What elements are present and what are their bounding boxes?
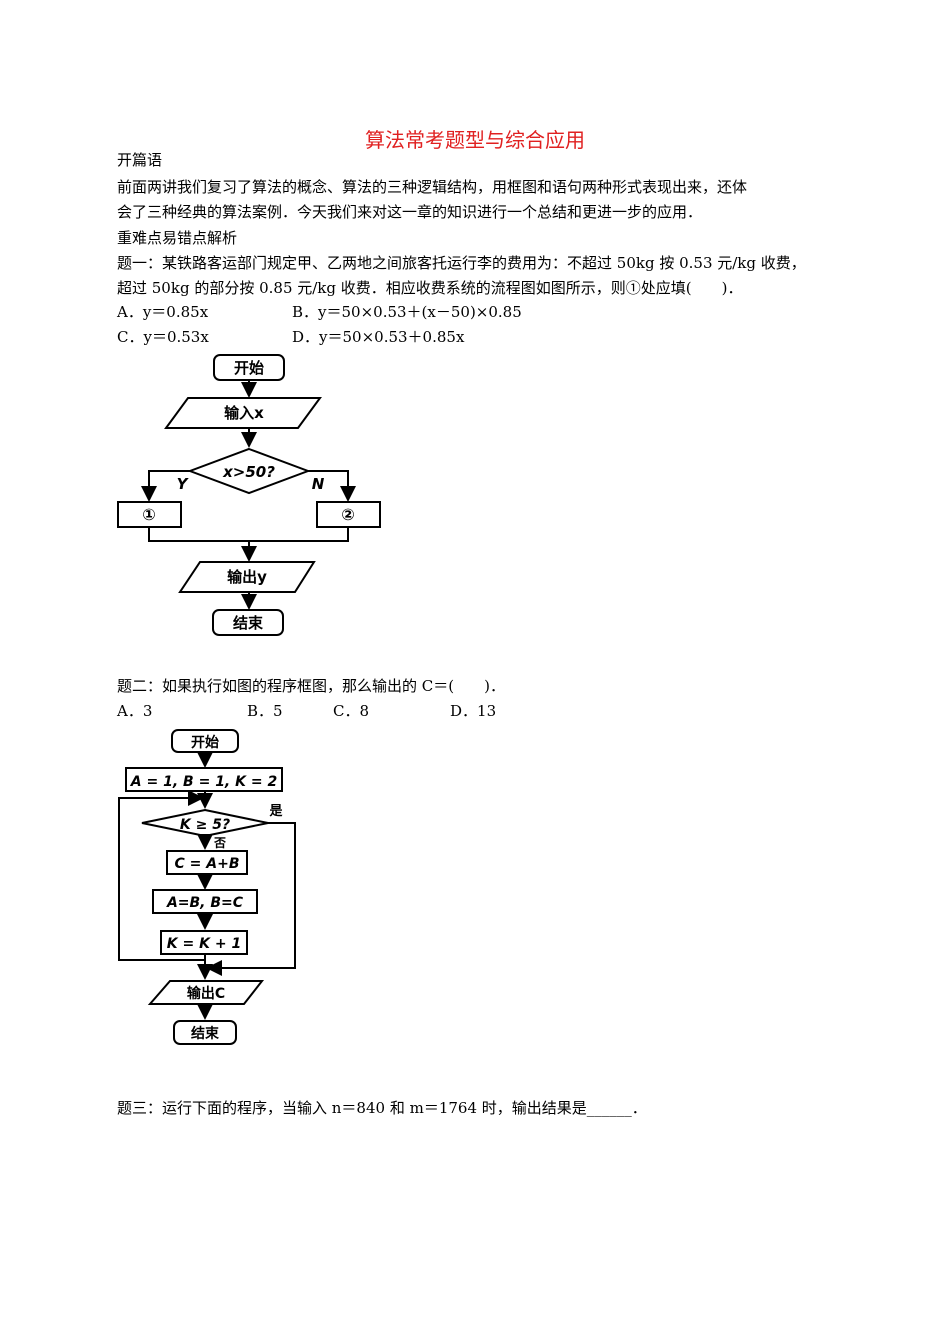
question-1-option-d: D．y＝50×0.53＋0.85x: [292, 328, 465, 346]
flow1-output-parallelogram: [178, 561, 316, 593]
question-2-option-b: B．5: [247, 702, 283, 720]
flow2-yes-label: 是: [268, 804, 283, 819]
flow2-end-terminal: [173, 1020, 237, 1045]
flow1-output-label: 输出y: [227, 568, 267, 586]
section-heading: 重难点易错点解析: [117, 229, 238, 247]
question-1-option-b: B．y＝50×0.53＋(x－50)×0.85: [292, 303, 522, 321]
flow2-step-1-label: C = A+B: [175, 856, 240, 872]
question-1-text-line-1: 题一：某铁路客运部门规定甲、乙两地之间旅客托运行李的费用为：不超过 50kg 按…: [117, 254, 806, 272]
flow1-box-2-label: ②: [341, 505, 355, 524]
flow1-box-1-label: ①: [142, 505, 156, 524]
flow2-step-2-label: A=B, B=C: [166, 895, 244, 911]
question-2-option-c: C．8: [333, 702, 370, 720]
flow2-end-label: 结束: [191, 1025, 220, 1042]
flow2-start-label: 开始: [191, 734, 219, 751]
flow1-yes-label: Y: [177, 475, 190, 493]
question-2-option-a: A．3: [117, 702, 153, 720]
intro-paragraph-line-2: 会了三种经典的算法案例．今天我们来对这一章的知识进行一个总结和更进一步的应用．: [117, 203, 703, 221]
question-2-text: 题二：如果执行如图的程序框图，那么输出的 C＝( )．: [117, 677, 505, 695]
question-1-option-c: C．y＝0.53x: [117, 328, 209, 346]
intro-paragraph-line-1: 前面两讲我们复习了算法的概念、算法的三种逻辑结构，用框图和语句两种形式表现出来，…: [117, 178, 748, 196]
question-1-option-a: A．y＝0.85x: [117, 303, 209, 321]
flow1-end-label: 结束: [233, 614, 264, 632]
flow1-input-label: 输入x: [224, 404, 264, 422]
flow1-start-label: 开始: [234, 359, 264, 377]
flow2-step-3-label: K = K + 1: [167, 936, 241, 952]
question-1-text-line-2: 超过 50kg 的部分按 0.85 元/kg 收费．相应收费系统的流程图如图所示…: [117, 279, 743, 297]
intro-heading: 开篇语: [117, 151, 163, 169]
flow1-decision-diamond: [187, 447, 311, 495]
flow1-condition-label: x>50?: [222, 463, 275, 481]
page-title: 算法常考题型与综合应用: [365, 128, 585, 152]
flow2-no-label: 否: [213, 836, 226, 850]
flow1-input-parallelogram: [164, 397, 322, 429]
question-3-text: 题三：运行下面的程序，当输入 n＝840 和 m＝1764 时，输出结果是___…: [117, 1099, 647, 1117]
flow2-init-label: A = 1, B = 1, K = 2: [130, 774, 277, 790]
flow2-output-label: 输出C: [187, 985, 225, 1002]
flow1-no-label: N: [312, 475, 325, 493]
question-2-option-d: D．13: [450, 702, 497, 720]
flow2-output-parallelogram: [147, 980, 265, 1005]
flow2-condition-label: K ≥ 5?: [180, 817, 230, 833]
flow1-end-terminal: [212, 609, 284, 636]
